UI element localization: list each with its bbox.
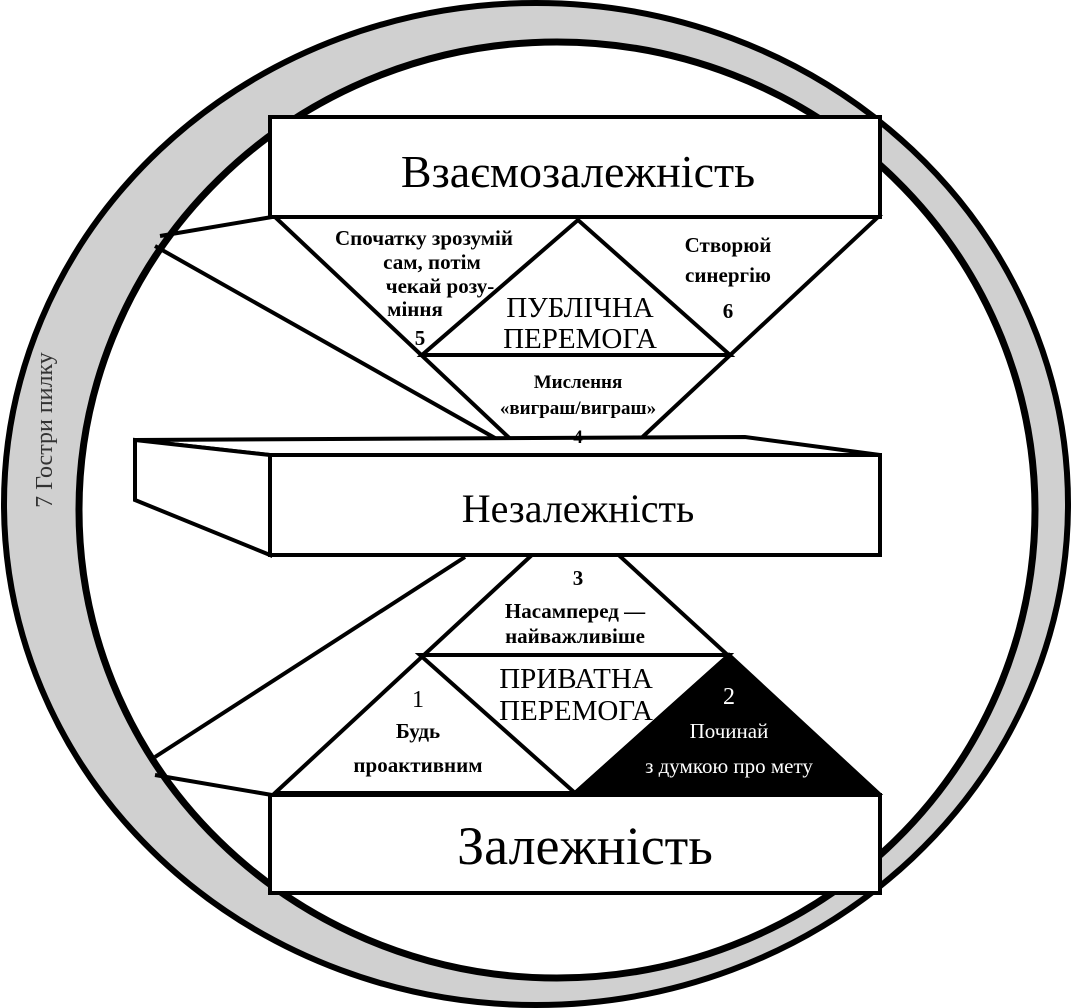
interdependence-label: Взаємозалежність <box>401 146 755 197</box>
svg-text:чекай розу-: чекай розу- <box>386 274 494 298</box>
svg-text:6: 6 <box>723 299 734 323</box>
svg-text:міння: міння <box>387 297 443 321</box>
dependence-box <box>268 793 882 895</box>
svg-text:ПУБЛІЧНА: ПУБЛІЧНА <box>506 292 654 324</box>
svg-text:4: 4 <box>573 427 583 448</box>
svg-text:2: 2 <box>723 684 735 710</box>
habit-2: 2 Починай з думкою про мету <box>645 684 813 778</box>
svg-text:1: 1 <box>412 687 424 713</box>
svg-text:Спочатку зрозумій: Спочатку зрозумій <box>335 226 513 250</box>
habit-6: Створюй синергію 6 <box>685 233 772 323</box>
svg-text:5: 5 <box>415 326 426 350</box>
svg-text:Починай: Починай <box>690 719 769 743</box>
svg-text:сам, потім: сам, потім <box>383 250 481 274</box>
public-victory-triangle <box>416 217 736 357</box>
svg-text:ПРИВАТНА: ПРИВАТНА <box>499 663 653 695</box>
habit-5: Спочатку зрозумій сам, потім чекай розу-… <box>335 226 513 350</box>
habit-3: 3 Насамперед — найважливіше <box>505 566 646 648</box>
svg-text:ПЕРЕМОГА: ПЕРЕМОГА <box>503 323 657 355</box>
independence-box <box>268 453 882 557</box>
svg-text:Будь: Будь <box>396 719 440 743</box>
svg-text:з думкою про мету: з думкою про мету <box>645 754 813 778</box>
independence-label: Незалежність <box>462 486 694 531</box>
habit-7-label: 7 Гостри пилку <box>32 352 58 508</box>
connector-lines <box>153 215 526 797</box>
svg-text:Насамперед —: Насамперед — <box>505 599 646 623</box>
dependence-label: Залежність <box>457 816 713 876</box>
svg-text:найважливіше: найважливіше <box>505 624 645 648</box>
svg-text:синергію: синергію <box>685 263 771 287</box>
habit-1: 1 Будь проактивним <box>353 687 482 777</box>
svg-text:3: 3 <box>573 566 584 590</box>
interdependence-box <box>268 115 882 219</box>
public-victory: ПУБЛІЧНА ПЕРЕМОГА <box>503 292 657 355</box>
svg-text:проактивним: проактивним <box>353 753 482 777</box>
private-victory: ПРИВАТНА ПЕРЕМОГА <box>499 663 653 727</box>
svg-text:ПЕРЕМОГА: ПЕРЕМОГА <box>499 695 653 727</box>
svg-text:Створюй: Створюй <box>685 233 772 257</box>
svg-text:«виграш/виграш»: «виграш/виграш» <box>500 398 656 419</box>
svg-text:Мислення: Мислення <box>534 372 623 393</box>
habit-4: Мислення «виграш/виграш» 4 <box>500 372 656 448</box>
